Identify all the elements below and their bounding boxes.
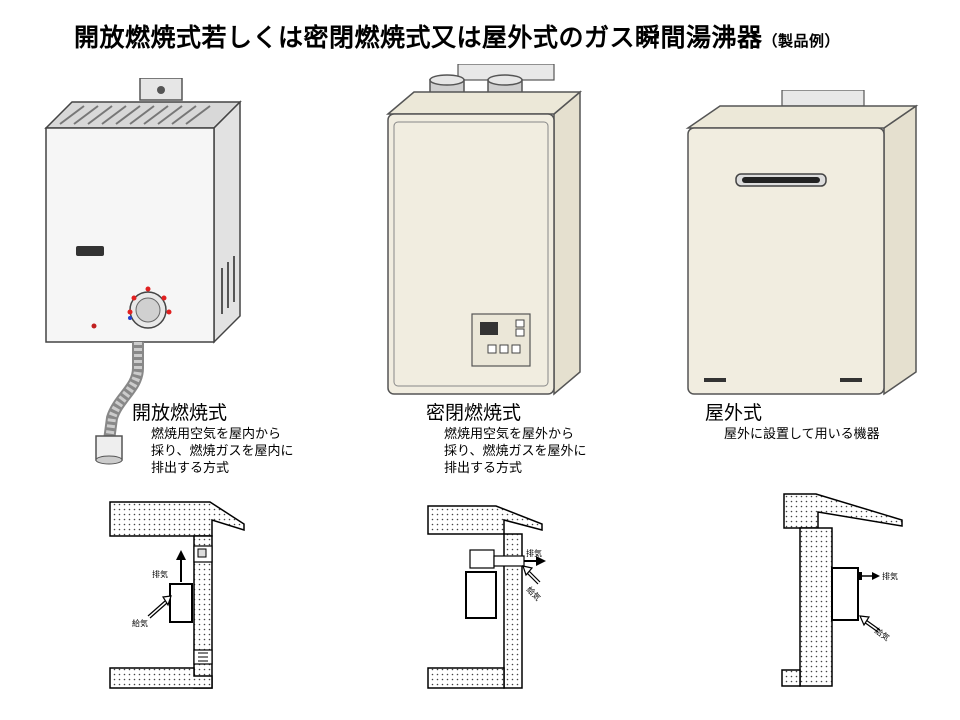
outdoor-description: 屋外に設置して用いる機器 [724, 426, 880, 443]
sealed-combustion-label: 密閉燃焼式 [426, 402, 522, 424]
description-line: 排出する方式 [444, 461, 523, 476]
open-combustion-heater-illustration [44, 78, 242, 465]
outdoor-installation-diagram: 排気 給気 [781, 493, 903, 687]
outdoor-heater-illustration [685, 90, 919, 396]
sealed-combustion-heater-illustration [385, 64, 583, 396]
description-line: 燃焼用空気を屋外から [444, 427, 575, 442]
description-line: 採り、燃焼ガスを屋内に [151, 444, 294, 459]
sealed-combustion-installation-diagram: 排気 給気 [427, 505, 546, 689]
intake-label: 給気 [132, 618, 148, 628]
open-combustion-installation-diagram: 排気 給気 [109, 501, 245, 689]
title-main: 開放燃焼式若しくは密閉燃焼式又は屋外式のガス瞬間湯沸器 [74, 23, 763, 52]
exhaust-label: 排気 [152, 569, 168, 579]
page-title: 開放燃焼式若しくは密閉燃焼式又は屋外式のガス瞬間湯沸器（製品例） [74, 18, 840, 54]
intake-label: 給気 [873, 625, 892, 642]
sealed-combustion-description: 燃焼用空気を屋外から 採り、燃焼ガスを屋外に 排出する方式 [444, 426, 586, 477]
description-line: 採り、燃焼ガスを屋外に [444, 444, 587, 459]
title-note: （製品例） [762, 32, 841, 50]
exhaust-label: 排気 [526, 548, 542, 558]
description-line: 燃焼用空気を屋内から [151, 427, 282, 442]
open-combustion-description: 燃焼用空気を屋内から 採り、燃焼ガスを屋内に 排出する方式 [151, 426, 293, 477]
exhaust-label: 排気 [882, 571, 898, 581]
outdoor-label: 屋外式 [705, 402, 763, 424]
description-line: 排出する方式 [151, 461, 230, 476]
description-line: 屋外に設置して用いる機器 [724, 427, 880, 442]
open-combustion-label: 開放燃焼式 [132, 402, 228, 424]
intake-label: 給気 [525, 584, 543, 602]
